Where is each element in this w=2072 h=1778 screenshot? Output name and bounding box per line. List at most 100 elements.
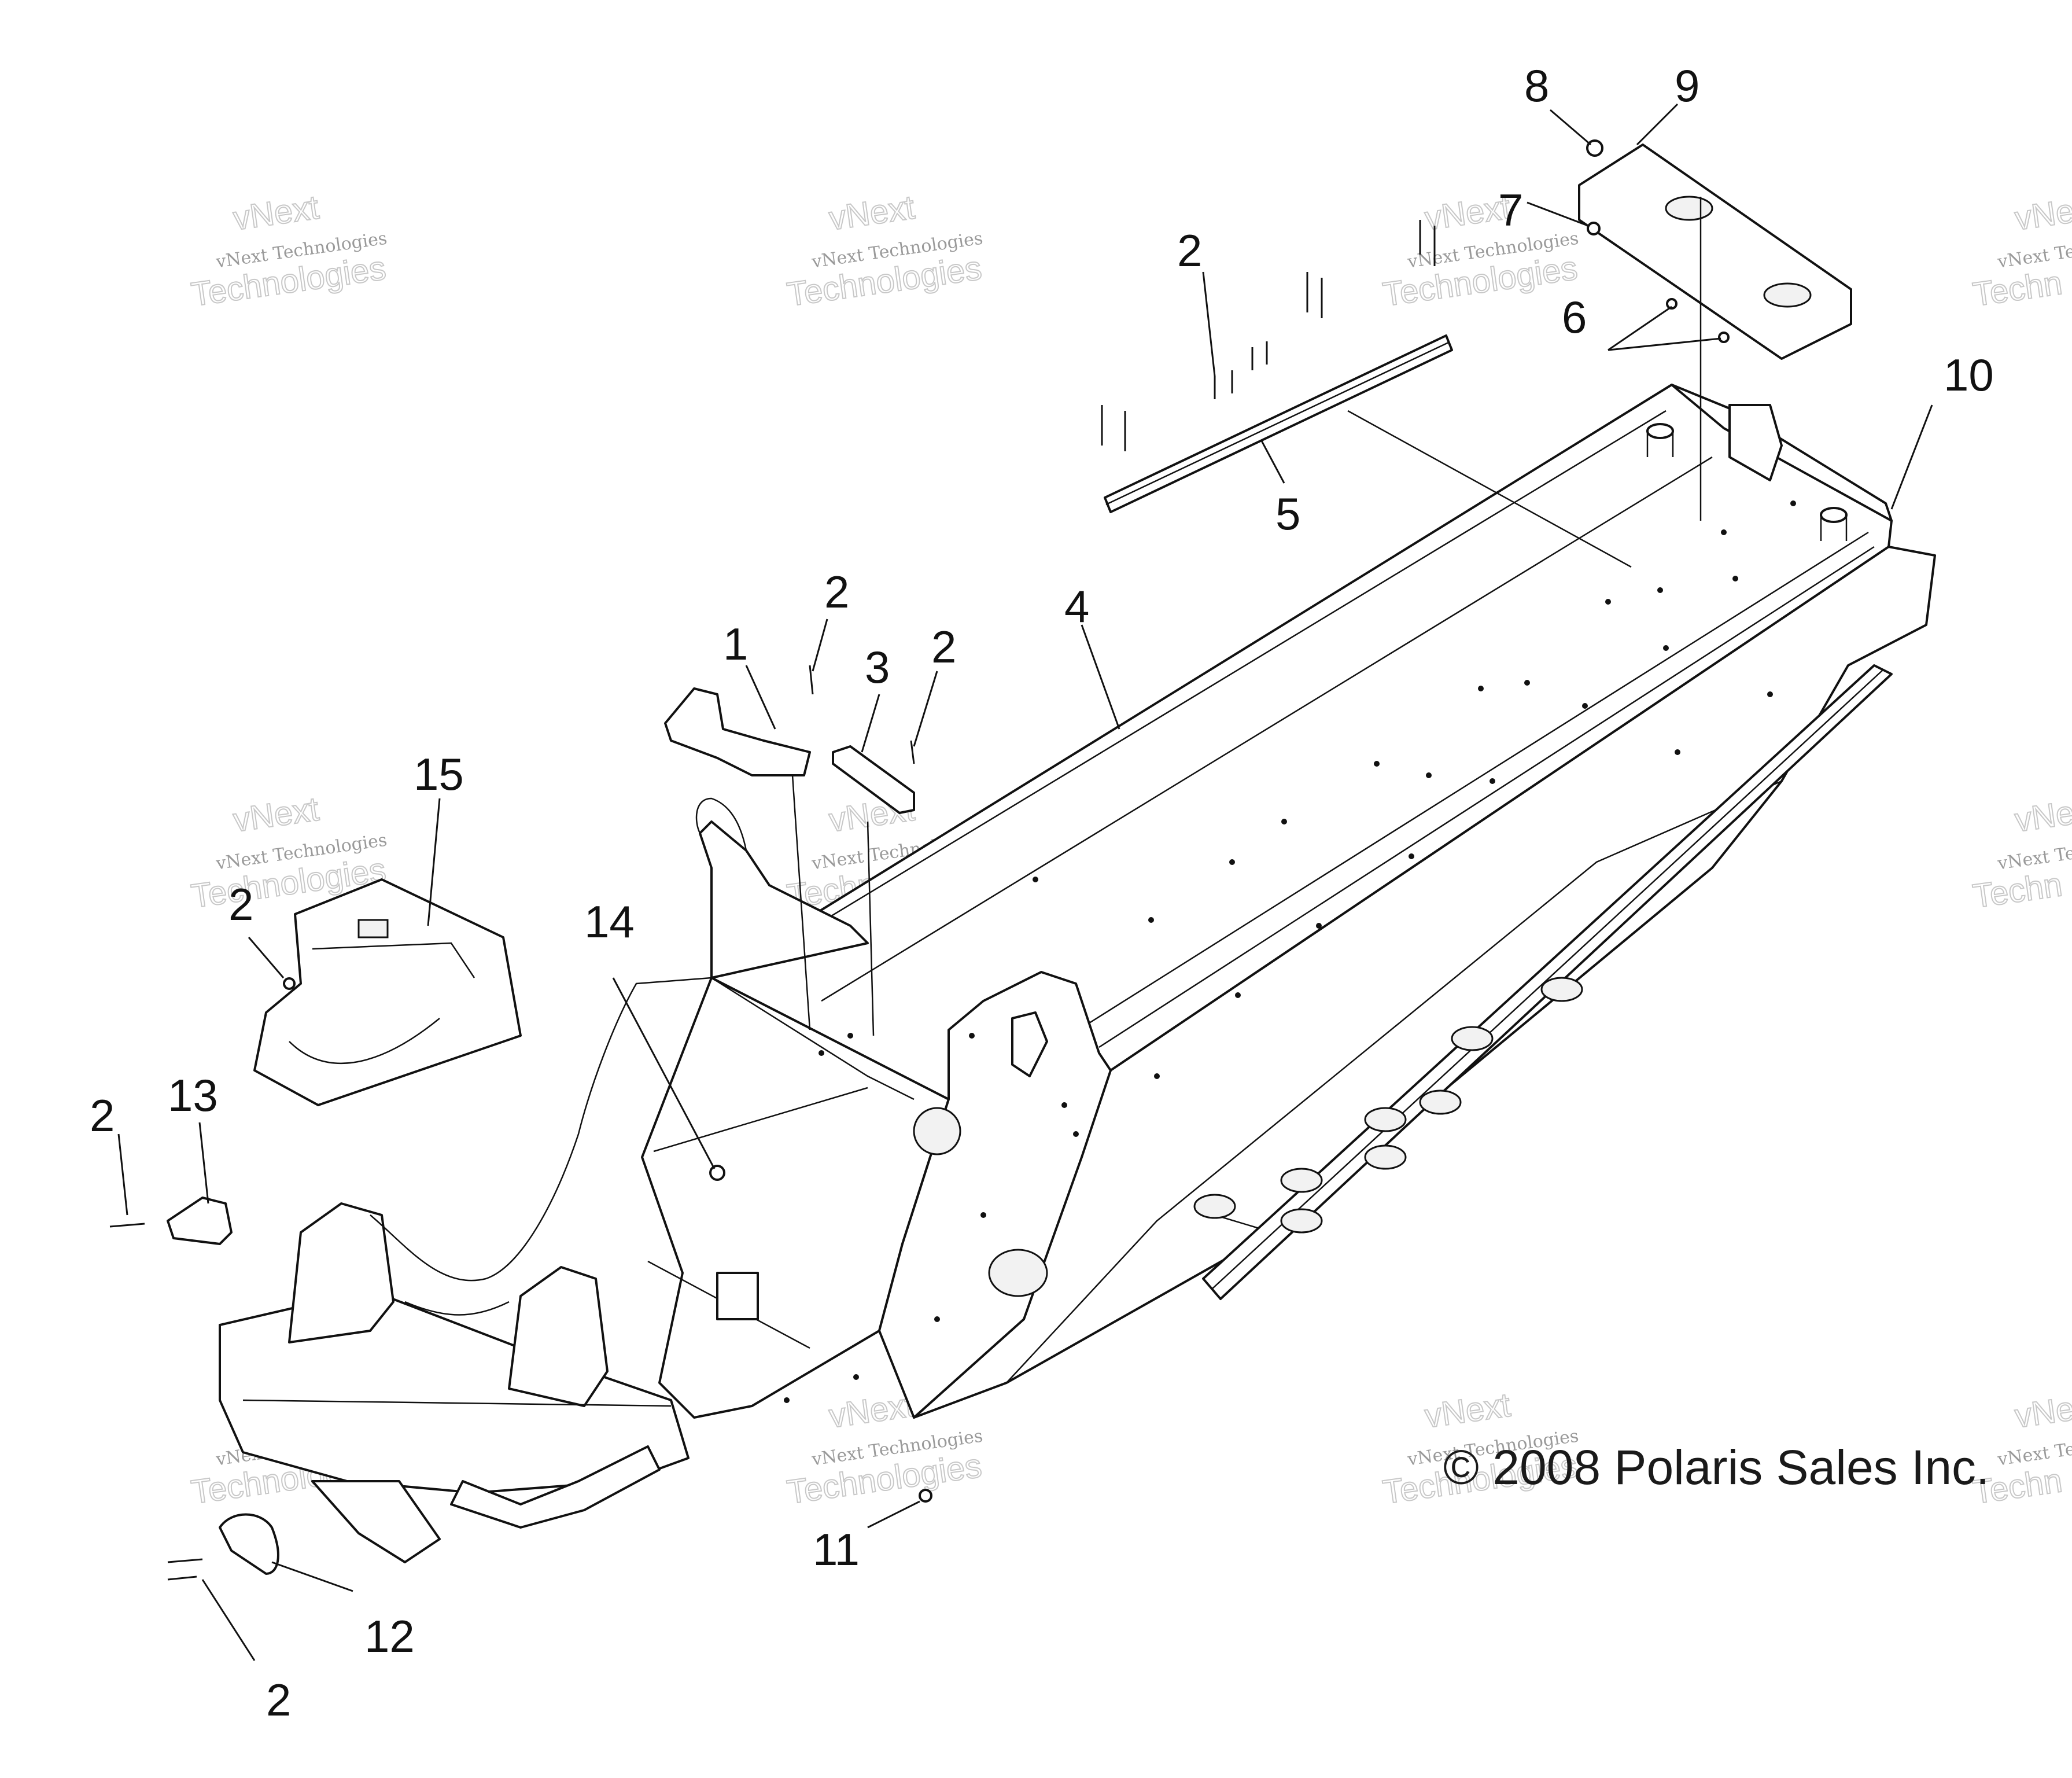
plate-12-body <box>219 1513 279 1575</box>
watermark-big-top: vNext <box>231 790 321 840</box>
hole <box>1235 992 1241 998</box>
rail-bar <box>1104 334 1453 513</box>
screw-2e <box>167 1558 203 1581</box>
leader-4 <box>1081 624 1120 730</box>
leader-10 <box>1890 404 1933 510</box>
hole <box>1478 686 1484 691</box>
leader-2b <box>913 671 938 747</box>
bolt-group-top <box>1101 220 1436 451</box>
part-13-bracket <box>167 1197 233 1245</box>
watermark-big-top: vNext <box>1422 1386 1513 1435</box>
front-subframe-arm-1 <box>311 1480 441 1563</box>
hole <box>1281 819 1287 824</box>
callout-11: 11 <box>813 1524 860 1575</box>
bolt-6a <box>1666 298 1677 310</box>
callout-2: 2 <box>228 879 253 930</box>
leader-8 <box>1550 109 1591 146</box>
callout-2: 2 <box>90 1090 115 1141</box>
bracket-body <box>1578 143 1852 360</box>
nut-11 <box>919 1489 932 1503</box>
watermark-edge-2: vNe vNext Tec Techn <box>1970 793 2072 916</box>
mount-15-plate <box>253 878 522 1106</box>
hole <box>1582 703 1588 709</box>
rear-boss-left-body <box>1646 431 1674 457</box>
watermark-big-top: vNe <box>2012 1390 2072 1435</box>
bracket-1-body <box>664 687 811 776</box>
front-panel-hole <box>913 1107 961 1155</box>
leader-2c <box>1202 271 1216 377</box>
mount-15-arc <box>289 1018 440 1064</box>
leader-6b <box>1608 337 1721 351</box>
hole <box>1148 917 1154 923</box>
callout-7: 7 <box>1498 185 1523 235</box>
rear-boss-left <box>1646 423 1674 439</box>
part-15-mount <box>253 878 522 1106</box>
part-3-clip <box>832 745 915 814</box>
bracket-cutout-2 <box>1763 282 1812 308</box>
watermark-big-top: vNe <box>2012 192 2072 238</box>
hole <box>980 1212 986 1218</box>
hole <box>969 1033 975 1039</box>
leader-2f <box>201 1579 256 1661</box>
part-5-rail <box>1104 334 1453 513</box>
front-panel-hole2 <box>988 1249 1048 1297</box>
leader-lines <box>117 103 1933 1661</box>
leader-7 <box>1527 201 1588 227</box>
hole <box>1605 599 1611 605</box>
floor-access-plate <box>716 1272 759 1320</box>
hole <box>1061 1102 1067 1108</box>
cooling-hole <box>1193 1194 1236 1219</box>
hole <box>1374 761 1380 767</box>
rear-flap <box>1671 384 1893 522</box>
bolt <box>1419 220 1436 266</box>
alignment-line <box>867 821 875 1036</box>
mount-15-slot <box>357 919 389 938</box>
hole <box>1033 877 1038 882</box>
watermark-big-bottom: Techn <box>1971 866 2064 915</box>
watermark-big-top: vNe <box>2012 794 2072 840</box>
tunnel-rail-right <box>1087 531 1869 1025</box>
hole <box>1790 500 1796 506</box>
hole <box>1675 749 1680 755</box>
callout-labels: 1 2 2 2 2 2 2 3 4 5 6 7 8 9 10 11 12 13 … <box>90 60 1994 1725</box>
hole <box>853 1374 859 1380</box>
callout-2: 2 <box>266 1674 291 1725</box>
watermark-big-top: vNext <box>231 189 321 238</box>
hole <box>1073 1131 1079 1137</box>
callout-8: 8 <box>1524 60 1549 111</box>
hole <box>847 1033 853 1039</box>
floor-crease-1 <box>653 1087 868 1153</box>
callout-6: 6 <box>1562 292 1587 343</box>
leader-5 <box>1260 439 1285 484</box>
callout-4: 4 <box>1064 581 1089 632</box>
watermark-tr: vNext vNext Technologies Technologies <box>1380 188 1580 314</box>
hardware <box>109 139 1730 1581</box>
hole <box>1721 529 1727 535</box>
callout-10: 10 <box>1944 349 1994 400</box>
screw-2d <box>109 1223 145 1228</box>
cooling-hole <box>1280 1168 1323 1193</box>
tunnel-rail-right2 <box>1098 546 1875 1048</box>
cooling-hole <box>1419 1089 1462 1115</box>
cooling-hole <box>1364 1144 1407 1170</box>
alignment-line <box>1347 410 1632 568</box>
hole <box>1524 680 1530 686</box>
hole <box>1409 853 1414 859</box>
rear-boss-right-body <box>1820 515 1848 541</box>
leader-12 <box>271 1561 353 1592</box>
bolt-14 <box>709 1165 725 1181</box>
callout-14: 14 <box>584 896 635 947</box>
hole <box>1732 576 1738 581</box>
callout-3: 3 <box>865 642 890 693</box>
bulkhead-ridge <box>711 977 915 1100</box>
watermark-big-top: vNext <box>827 189 917 238</box>
hole <box>934 1316 940 1322</box>
front-subframe-tower-right <box>508 1266 609 1407</box>
hole <box>1490 778 1495 784</box>
tunnel-rail-mid <box>821 456 1713 1002</box>
hole <box>1767 691 1773 697</box>
front-subframe-crossmember <box>242 1399 672 1407</box>
tunnel-lower-edge <box>1006 780 1782 1383</box>
rear-bumper-block <box>1728 404 1783 481</box>
front-subframe-arm-2 <box>450 1445 661 1529</box>
